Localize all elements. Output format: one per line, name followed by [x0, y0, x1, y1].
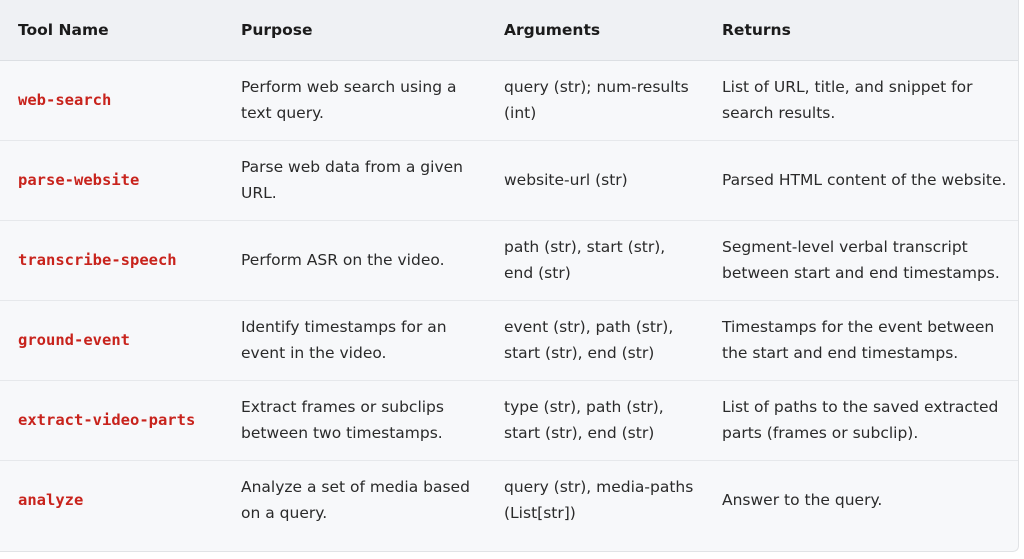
purpose-cell: Perform ASR on the video. — [223, 220, 486, 301]
tool-name-cell: ground-event — [0, 300, 223, 381]
tool-name-cell: web-search — [0, 60, 223, 141]
returns-cell: List of URL, title, and snippet for sear… — [704, 60, 1018, 141]
arguments-cell: query (str); num-results (int) — [486, 60, 704, 141]
header-tool-name: Tool Name — [0, 0, 223, 61]
table-row: analyze Analyze a set of media based on … — [0, 460, 1018, 540]
table-row: transcribe-speech Perform ASR on the vid… — [0, 220, 1018, 301]
header-arguments: Arguments — [486, 0, 704, 61]
returns-cell: Answer to the query. — [722, 491, 883, 510]
table-row: ground-event Identify timestamps for an … — [0, 300, 1018, 381]
returns-cell: List of paths to the saved extracted par… — [704, 380, 1018, 461]
header-purpose: Purpose — [223, 0, 486, 61]
arguments-cell: path (str), start (str), end (str) — [486, 220, 704, 301]
tool-name-cell: analyze — [18, 491, 84, 510]
tool-name-cell: extract-video-parts — [0, 380, 223, 461]
table-row: parse-website Parse web data from a give… — [0, 140, 1018, 221]
tool-name-cell: parse-website — [0, 140, 223, 221]
arguments-cell: query (str), media-paths (List[str]) — [504, 478, 694, 523]
returns-cell: Segment-level verbal transcript between … — [704, 220, 1018, 301]
arguments-cell: website-url (str) — [486, 140, 704, 221]
purpose-cell: Parse web data from a given URL. — [223, 140, 486, 221]
purpose-cell: Identify timestamps for an event in the … — [223, 300, 486, 381]
tool-name-cell: transcribe-speech — [0, 220, 223, 301]
arguments-cell: type (str), path (str), start (str), end… — [486, 380, 704, 461]
returns-cell: Timestamps for the event between the sta… — [704, 300, 1018, 381]
arguments-cell: event (str), path (str), start (str), en… — [486, 300, 704, 381]
tools-table: Tool Name Purpose Arguments Returns web-… — [0, 0, 1018, 540]
purpose-cell: Analyze a set of media based on a query. — [241, 478, 470, 523]
purpose-cell: Extract frames or subclips between two t… — [223, 380, 486, 461]
table-row: web-search Perform web search using a te… — [0, 60, 1018, 141]
table-row: extract-video-parts Extract frames or su… — [0, 380, 1018, 461]
returns-cell: Parsed HTML content of the website. — [704, 140, 1018, 221]
purpose-cell: Perform web search using a text query. — [223, 60, 486, 141]
table-header-row: Tool Name Purpose Arguments Returns — [0, 0, 1018, 61]
header-returns: Returns — [704, 0, 1018, 61]
